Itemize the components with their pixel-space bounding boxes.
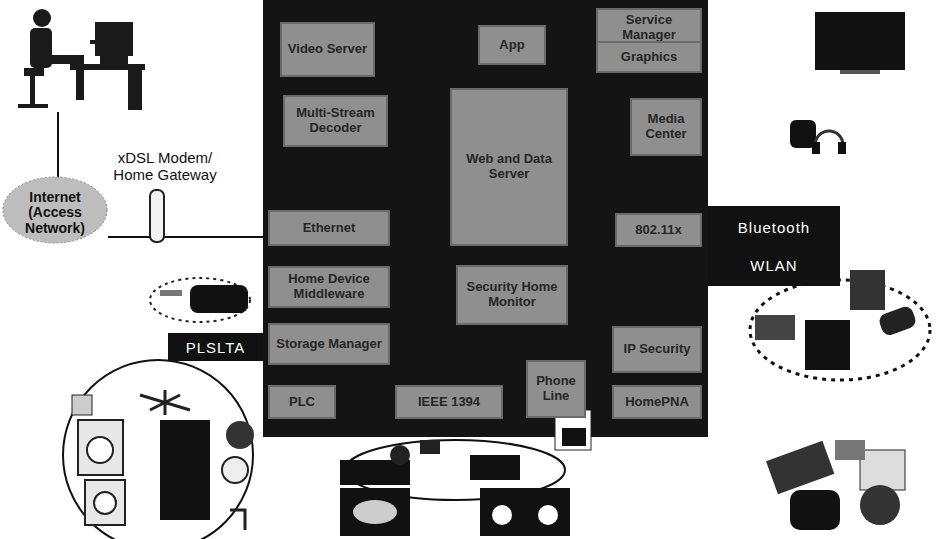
- box-text: PLSLTA: [186, 339, 246, 356]
- plc-box: PLC: [268, 385, 336, 419]
- box-text: HomePNA: [625, 395, 689, 410]
- graphics-box: Graphics: [596, 41, 702, 73]
- av-devices-group: [340, 410, 591, 536]
- box-text: Phone Line: [532, 374, 580, 404]
- box-text: PLC: [289, 395, 315, 410]
- wlan-box: 802.11x: [615, 213, 702, 247]
- decoder-box: Multi-Stream Decoder: [283, 95, 388, 147]
- box-text: Web and Data Server: [456, 152, 562, 182]
- box-text: Bluetooth: [738, 219, 810, 236]
- box-text: Graphics: [621, 50, 677, 65]
- app-box: App: [478, 25, 546, 65]
- wireless-band: BluetoothWLAN: [708, 206, 840, 286]
- person-at-computer: [18, 9, 145, 110]
- wireless-devices-group: [750, 270, 930, 380]
- media-box: Media Center: [630, 98, 702, 156]
- ipsec-box: IP Security: [612, 326, 702, 373]
- ethernet-box: Ethernet: [268, 210, 390, 246]
- security-box: Security Home Monitor: [456, 265, 568, 325]
- homepna-box: HomePNA: [612, 385, 702, 419]
- box-text: Media Center: [636, 112, 696, 142]
- tv-remote-group: [150, 278, 250, 322]
- box-text: Storage Manager: [276, 337, 381, 352]
- server-box: Web and Data Server: [450, 88, 568, 246]
- plc-band: PLSLTA: [168, 333, 263, 361]
- box-text: Video Server: [288, 42, 367, 57]
- gateway-device: [150, 190, 164, 242]
- box-text: IP Security: [624, 342, 691, 357]
- box-text: Home Device Middleware: [274, 272, 384, 302]
- box-text: Multi-Stream Decoder: [289, 106, 382, 136]
- appliances-group: [63, 360, 254, 539]
- box-text: 802.11x: [635, 223, 681, 238]
- portable-devices-group: [766, 440, 905, 530]
- box-text: IEEE 1394: [418, 395, 480, 410]
- server-panel: [263, 0, 708, 437]
- network-label: Internet (Access Network): [2, 190, 108, 236]
- storage-box: Storage Manager: [268, 323, 390, 365]
- internet-cloud: [3, 177, 107, 243]
- gateway-label: xDSL Modem/ Home Gateway: [100, 150, 230, 183]
- media-devices: [790, 12, 905, 154]
- ieee1394-box: IEEE 1394: [395, 385, 503, 419]
- video-box: Video Server: [280, 22, 375, 77]
- box-text: App: [499, 38, 524, 53]
- middleware-box: Home Device Middleware: [268, 266, 390, 308]
- phone-line-box: Phone Line: [526, 360, 586, 418]
- box-text: WLAN: [750, 257, 797, 274]
- box-text: Ethernet: [303, 221, 356, 236]
- box-text: Service Manager: [602, 13, 696, 43]
- box-text: Security Home Monitor: [462, 280, 562, 310]
